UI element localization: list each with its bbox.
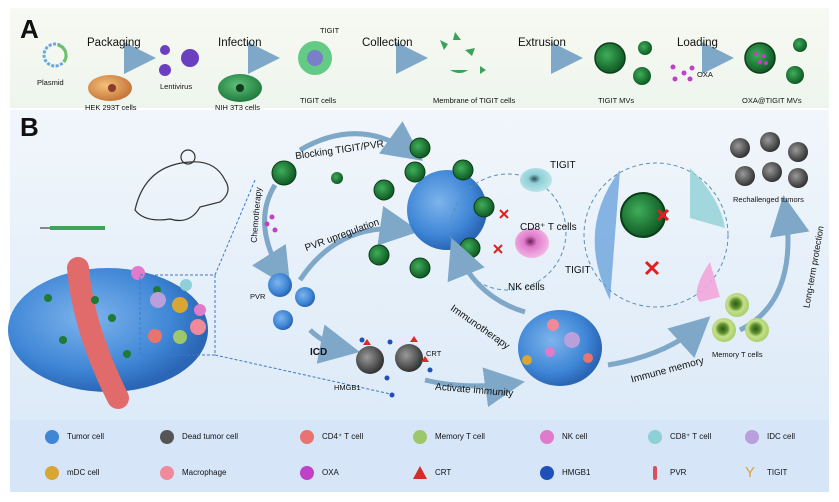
legend-label: Dead tumor cell <box>182 432 239 441</box>
tigit-mv-small-icon <box>638 41 652 55</box>
crt-icons <box>363 336 429 362</box>
central-tumor-cell-icon <box>407 170 487 250</box>
cd8-t-cell-icon <box>648 430 662 444</box>
step-packaging: Packaging <box>87 37 141 49</box>
label-memory-t-cells: Memory T cells <box>712 350 763 359</box>
legend-label: OXA <box>322 468 339 477</box>
legend-label: Memory T cell <box>435 432 485 441</box>
arrow-activate-immunity <box>424 367 525 407</box>
cd4-t-cell-icon <box>300 430 314 444</box>
step-collection: Collection <box>362 37 413 49</box>
arrow-icd <box>308 324 360 364</box>
hmgb1-icon <box>540 466 554 480</box>
mv-in-tumor-icons <box>44 286 161 358</box>
tigit-mvs-binding-icons <box>368 137 495 279</box>
arrow-immune-memory <box>607 316 711 368</box>
label-tigit-bottom: TIGIT <box>565 265 591 276</box>
label-oxa: OXA <box>697 70 713 79</box>
oxa-tigit-mv-b-icon <box>271 160 297 186</box>
legend-label: CRT <box>435 468 452 477</box>
step-infection: Infection <box>218 37 262 49</box>
crt-icon <box>413 466 427 479</box>
arrow-chemotherapy <box>252 183 291 289</box>
label-icd: ICD <box>310 347 328 358</box>
immunized-tumor-icon <box>518 310 602 386</box>
legend-label: NK cell <box>562 432 588 441</box>
mouse-outline-icon <box>134 149 229 222</box>
dead-tumor-cell-icon <box>356 346 384 374</box>
oxa-icon <box>300 466 314 480</box>
lentivirus-icon <box>159 45 199 76</box>
tigit-mv-zoomed-icon <box>620 192 666 238</box>
oxa-molecules-icon <box>670 64 695 82</box>
interaction-circle <box>449 173 567 291</box>
nk-cell-icon <box>515 228 549 258</box>
arrow-pvr-upregulation <box>297 205 420 282</box>
macrophage-icon <box>160 466 174 480</box>
label-pvr: PVR <box>250 292 266 301</box>
legend-label: Tumor cell <box>67 432 105 441</box>
cd8-t-cell-icon <box>520 168 552 192</box>
rechallenged-tumors-icon <box>730 132 808 188</box>
label-hek: HEK 293T cells <box>85 103 137 112</box>
tigit-mv-medium-icon <box>633 67 651 85</box>
label-lentivirus: Lentivirus <box>160 82 193 91</box>
legend-label: TIGIT <box>767 468 788 477</box>
step-loading: Loading <box>677 37 718 49</box>
nk-cell-icon <box>540 430 554 444</box>
hmgb1-icons <box>359 337 433 398</box>
legend-label: CD8⁺ T cell <box>670 432 712 441</box>
legend-label: mDC cell <box>67 468 100 477</box>
dead-tumor-cell-icon <box>160 430 174 444</box>
legend-label: HMGB1 <box>562 468 591 477</box>
tumor-cell-pvr-icon <box>268 273 292 297</box>
tigit-mv-large-icon <box>594 42 626 74</box>
label-rechallenged: Rechallenged tumors <box>733 195 804 204</box>
label-nk-cells: NK cells <box>508 282 545 293</box>
label-tigit-cells: TIGIT cells <box>300 96 337 105</box>
tigit-icon: Y <box>745 464 756 481</box>
pvr-icon <box>653 466 657 480</box>
block-x-icons <box>493 209 509 254</box>
oxa-tigit-mv-icon <box>744 42 776 74</box>
memory-t-cell-icon <box>725 293 749 317</box>
label-cd8-cells: CD8⁺ T cells <box>520 222 577 233</box>
memory-t-cell-icon <box>413 430 427 444</box>
blood-vessel-icon <box>67 257 129 409</box>
block-x-zoomed-icons <box>644 208 670 276</box>
label-crt: CRT <box>426 349 442 358</box>
arrow-blocking <box>298 121 424 161</box>
zoom-region-box <box>139 274 216 356</box>
panel-b-label: B <box>20 112 39 142</box>
tumor-cell-icon <box>45 430 59 444</box>
label-tigit-mvs: TIGIT MVs <box>598 96 635 105</box>
idc-cell-icon <box>745 430 759 444</box>
legend-label: Macrophage <box>182 468 227 477</box>
mdc-cell-icon <box>45 466 59 480</box>
panel-a-label: A <box>20 14 39 44</box>
label-membrane: Membrane of TIGIT cells <box>433 96 516 105</box>
legend-label: IDC cell <box>767 432 796 441</box>
label-hmgb1: HMGB1 <box>334 383 361 392</box>
label-nih: NIH 3T3 cells <box>215 103 261 112</box>
label-oxa-tigit-mvs: OXA@TIGIT MVs <box>742 96 802 105</box>
arrow-immunotherapy <box>447 237 526 315</box>
label-plasmid: Plasmid <box>37 78 64 87</box>
legend-label: CD4⁺ T cell <box>322 432 364 441</box>
immune-cells-in-tumor-icons <box>131 266 206 344</box>
label-tigit-top: TIGIT <box>550 160 576 171</box>
step-extrusion: Extrusion <box>518 37 566 49</box>
membrane-fragments-icon <box>440 32 486 74</box>
legend-label: PVR <box>670 468 687 477</box>
label-tigit-callout: TIGIT <box>320 26 340 35</box>
zoom-detail-circle <box>583 162 729 308</box>
